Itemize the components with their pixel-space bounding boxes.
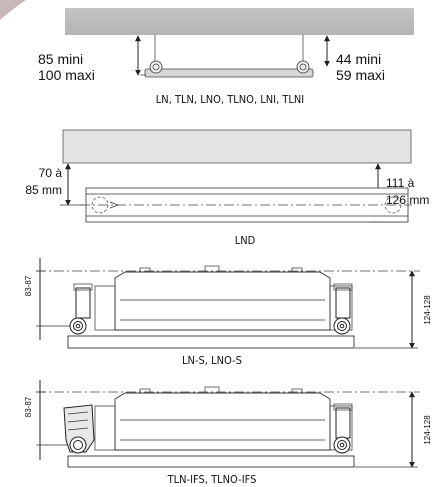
tln-ifs-base xyxy=(67,455,355,468)
caption-1: LN, TLN, LNO, TLNO, LNI, TLNI xyxy=(156,93,304,106)
left-label-min: 85 mini xyxy=(38,51,83,67)
tln-ifs-left-socket xyxy=(69,436,87,454)
fixture-bar xyxy=(144,68,314,78)
ln-s-right-dim: 124-128 xyxy=(423,295,432,325)
right-label-max: 59 maxi xyxy=(336,67,385,83)
left-label-max: 100 maxi xyxy=(38,67,95,83)
right-label-min: 44 mini xyxy=(336,51,381,67)
lnd-right-label-1: 111 à xyxy=(386,176,415,190)
caption-3: LN-S, LNO-S xyxy=(182,354,242,367)
lnd-right-label-2: 126 mm xyxy=(386,193,429,207)
ln-s-left-dim: 83-87 xyxy=(24,275,33,296)
section-tln-ifs: 83-87 124-128 TLN-IFS, TLNO-IFS xyxy=(24,380,432,486)
lnd-left-label-2: 85 mm xyxy=(25,183,62,197)
tln-ifs-body xyxy=(114,392,331,451)
section-ln-s: 83-87 124-128 LN-S, LNO-S xyxy=(24,258,432,367)
caption-4: TLN-IFS, TLNO-IFS xyxy=(167,473,257,486)
section-ceiling-mount: 85 mini 100 maxi 44 mini 59 maxi LN, TLN… xyxy=(38,8,414,106)
ln-s-body xyxy=(114,271,331,331)
section-lnd: 70 à 85 mm 111 à 126 mm LND xyxy=(25,129,429,247)
right-tube-holder xyxy=(296,60,310,74)
corner-decoration xyxy=(0,0,26,20)
tln-ifs-right-socket xyxy=(333,436,351,454)
ceiling-slab xyxy=(65,8,414,35)
ln-s-left-socket xyxy=(69,317,87,335)
tln-ifs-right-dim: 124-128 xyxy=(423,415,432,445)
left-tube-holder xyxy=(149,60,163,74)
lnd-left-label-1: 70 à xyxy=(39,166,63,180)
caption-2: LND xyxy=(235,234,256,247)
tln-ifs-left-dim: 83-87 xyxy=(24,396,33,417)
ln-s-right-socket xyxy=(333,317,351,335)
ln-s-base xyxy=(67,335,355,349)
lnd-ceiling xyxy=(62,129,412,164)
